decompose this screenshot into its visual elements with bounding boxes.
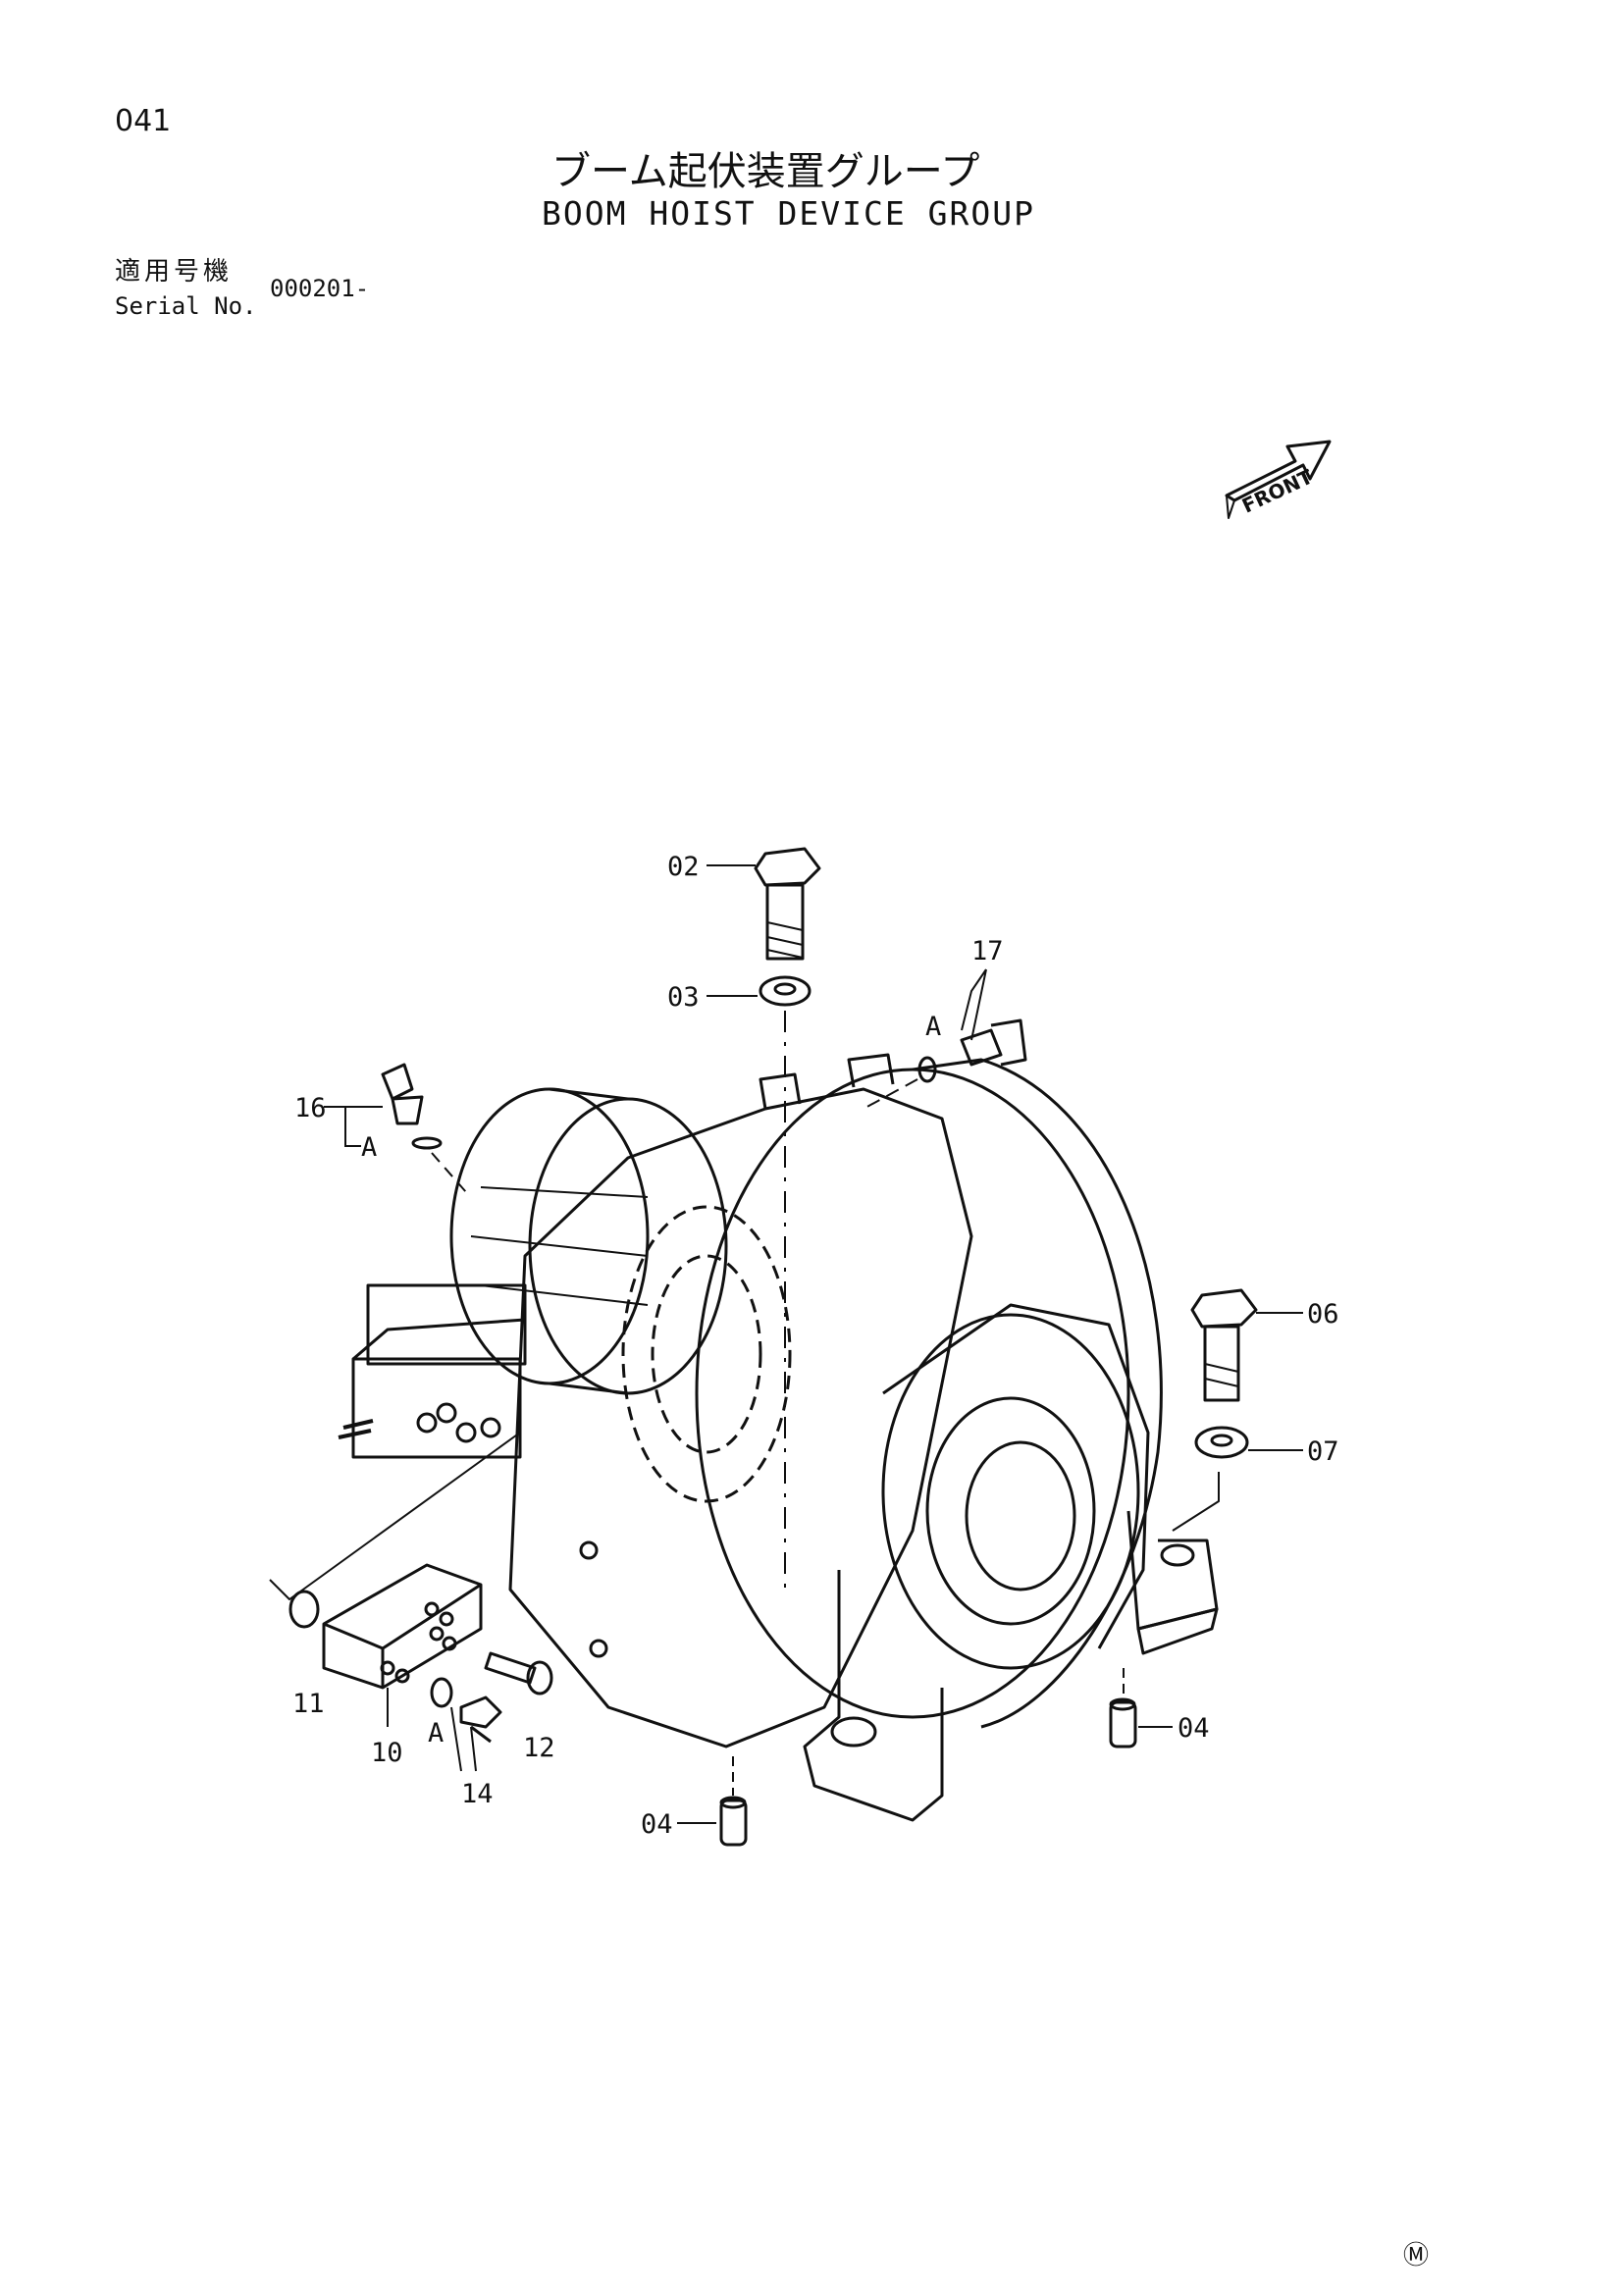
title-japanese: ブーム起伏装置グループ bbox=[551, 149, 980, 194]
drum-bearing-support bbox=[803, 1303, 1219, 1822]
bolt-06 bbox=[1190, 1288, 1258, 1402]
fitting-16 bbox=[381, 1063, 443, 1150]
washer-07 bbox=[1194, 1426, 1249, 1459]
callout-16: 16 bbox=[294, 1093, 327, 1123]
motor-housing bbox=[338, 1087, 728, 1459]
callout-11: 11 bbox=[292, 1689, 325, 1719]
washer-03 bbox=[759, 975, 812, 1007]
title-english: BOOM HOIST DEVICE GROUP bbox=[542, 194, 1035, 233]
callout-12: 12 bbox=[523, 1733, 555, 1763]
elbow-fitting-17 bbox=[917, 1018, 1027, 1083]
pin-04-bottom bbox=[719, 1796, 748, 1847]
o-ring-a-14 bbox=[430, 1677, 453, 1708]
callout-06: 06 bbox=[1307, 1299, 1339, 1330]
pin-04-right bbox=[1109, 1697, 1137, 1748]
callout-16-a: A bbox=[361, 1132, 377, 1163]
o-ring-11 bbox=[288, 1590, 320, 1629]
serial-label-english: Serial No. bbox=[115, 292, 257, 320]
serial-value: 000201- bbox=[270, 275, 370, 302]
bolt-12 bbox=[484, 1651, 553, 1696]
plug-14 bbox=[459, 1696, 502, 1744]
serial-label-japanese: 適用号機 bbox=[115, 257, 234, 287]
bolt-02 bbox=[754, 847, 821, 961]
m-mark-icon: Ⓜ bbox=[1403, 2241, 1430, 2270]
front-arrow-icon bbox=[1225, 440, 1332, 519]
callout-04-right: 04 bbox=[1178, 1713, 1210, 1744]
callout-04-bottom: 04 bbox=[641, 1809, 673, 1840]
callout-17-a: A bbox=[925, 1012, 941, 1042]
callout-14: 14 bbox=[461, 1779, 494, 1809]
callout-17: 17 bbox=[971, 936, 1004, 966]
gear-case bbox=[508, 1053, 973, 1748]
callout-14-a: A bbox=[428, 1718, 444, 1748]
front-label: FRONT bbox=[1238, 464, 1317, 517]
valve-block-10 bbox=[322, 1563, 483, 1690]
brake-disc-flange bbox=[695, 1058, 1163, 1729]
callout-03: 03 bbox=[667, 982, 700, 1013]
page-number: 041 bbox=[115, 104, 172, 138]
callout-02: 02 bbox=[667, 852, 700, 882]
callout-10: 10 bbox=[371, 1738, 403, 1768]
callout-07: 07 bbox=[1307, 1436, 1339, 1467]
